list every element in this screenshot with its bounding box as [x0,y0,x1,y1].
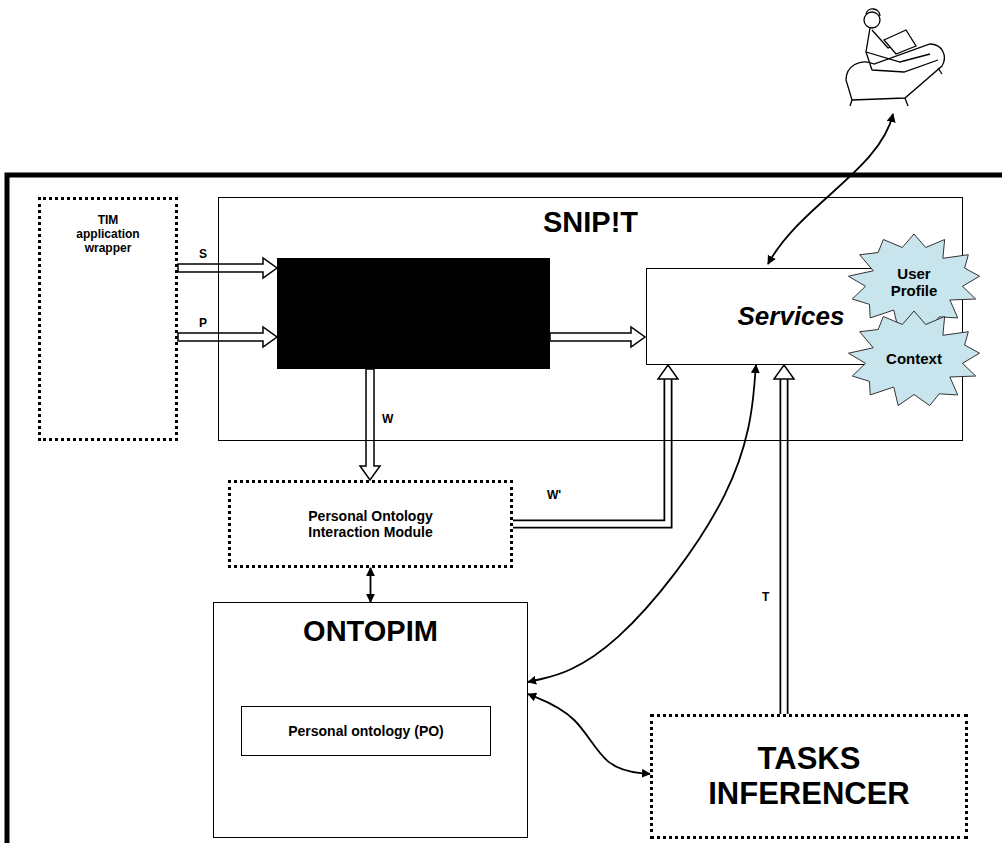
node-text: Context [886,350,942,367]
wrapper-box: TIM application wrapper [38,197,178,441]
hollow-arrow [178,327,277,347]
black-box [277,258,550,369]
signal-label: S [197,247,209,261]
node-text: Personal ontology (PO) [288,723,444,739]
signal-label: P [197,316,209,330]
user-link [768,114,893,264]
connector [774,365,794,714]
node-text: SNIP!T [543,206,638,239]
hollow-arrow [360,369,380,480]
edge-label: W' [545,488,563,502]
connector [370,568,371,602]
edge-label: T [760,590,771,604]
connector [528,365,756,682]
connector [528,694,650,774]
node-text: ONTOPIM [303,615,438,648]
connector [513,365,678,524]
node-text: Services [738,302,845,332]
hollow-arrow [178,258,277,278]
inferencer-box: TASKS INFERENCER [650,714,968,839]
node-text: User Profile [882,265,946,300]
ontology-box: ONTOPIM Personal ontology (PO) [213,602,528,838]
system-box: SNIP!T Services [218,197,963,441]
user-icon [846,9,944,106]
node-text: Personal Ontology Interaction Module [296,508,446,540]
signal-label: W [380,412,395,426]
outer-frame [7,175,1002,843]
hollow-arrow [550,327,645,347]
node-text: TIM application wrapper [68,214,148,255]
starburst: Context [848,311,980,407]
node-text: TASKS INFERENCER [679,742,939,810]
ontology-inner-box: Personal ontology (PO) [241,706,491,756]
module-box: Personal Ontology Interaction Module [228,480,513,568]
